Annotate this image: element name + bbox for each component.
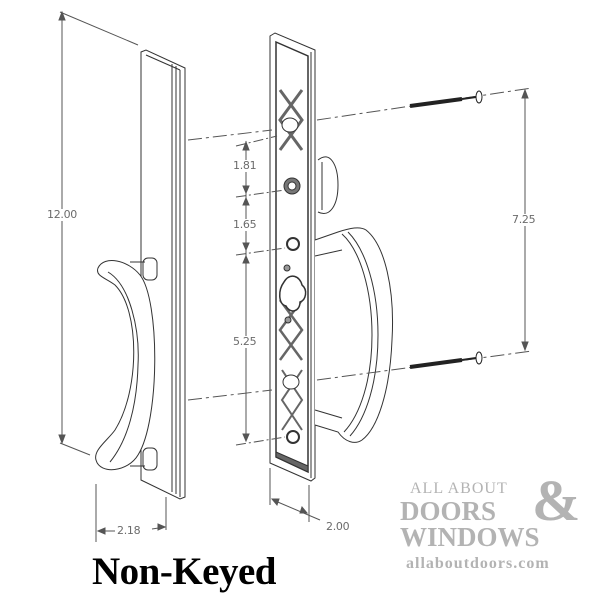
dim-218-line (95, 484, 167, 542)
thumbturn (317, 156, 339, 214)
dim-200-line (269, 468, 321, 522)
mounting-screw-top (409, 90, 483, 108)
dim-label-spindle-to-hole: 1.65 (233, 218, 257, 231)
dim-label-escutcheon-width: 2.00 (326, 520, 350, 533)
dim-label-mount-spacing: 7.25 (512, 213, 536, 226)
interior-escutcheon (269, 32, 316, 482)
dim-label-overall-height: 12.00 (47, 208, 77, 221)
dim-center-lines (235, 135, 286, 446)
logo-line-3: WINDOWS (400, 522, 540, 552)
logo-ampersand: & (532, 468, 581, 533)
dim-label-hole-spacing: 5.25 (233, 335, 257, 348)
exterior-handle (95, 257, 158, 471)
interior-handle (314, 227, 393, 443)
logo-line-2: DOORS (400, 496, 497, 526)
logo-line-1: ALL ABOUT (410, 480, 508, 497)
dim-label-handle-projection: 2.18 (117, 524, 141, 537)
dim-label-top-to-spindle: 1.81 (233, 159, 257, 172)
dim-12-line (58, 10, 139, 456)
mounting-screw-bottom (409, 351, 483, 369)
logo-url: allaboutdoors.com (406, 555, 550, 572)
caption-title: Non-Keyed (92, 550, 277, 593)
